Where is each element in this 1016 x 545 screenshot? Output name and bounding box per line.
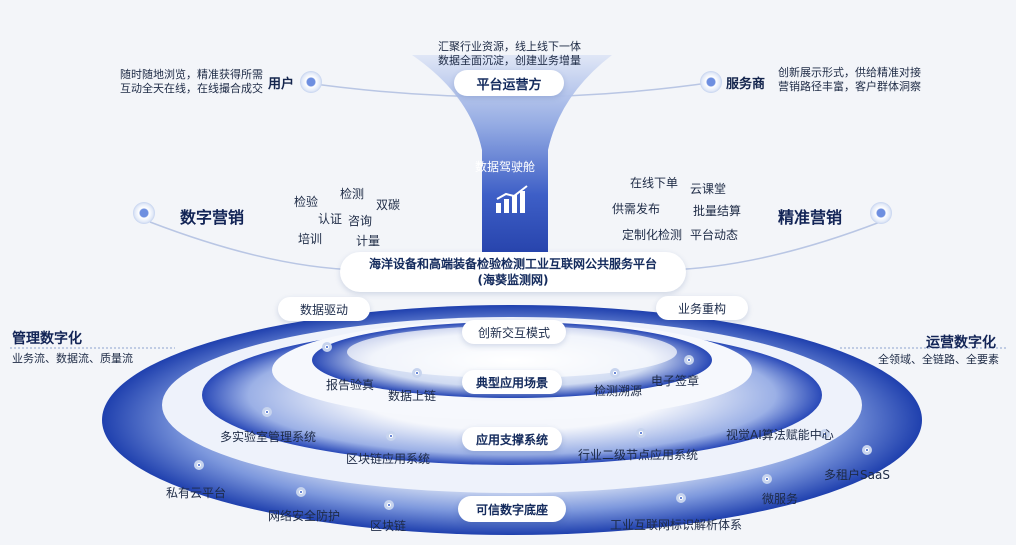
ring-node-icon (386, 431, 396, 441)
data-driven-pill: 数据驱动 (278, 297, 370, 321)
user-desc: 随时随地浏览，精准获得所需 互动全天在线，在线撮合成交 (120, 68, 263, 96)
foundation-item: 网络安全防护 (268, 507, 340, 524)
precision-marketing-item: 定制化检测 (622, 226, 682, 243)
business-restructure-pill: 业务重构 (656, 296, 748, 320)
digital-marketing-node-icon (133, 202, 155, 224)
trusted-foundation-label: 可信数字底座 (476, 501, 548, 518)
scenario-item: 报告验真 (326, 376, 374, 393)
digital-marketing-item: 计量 (356, 232, 380, 249)
precision-marketing-node-icon (870, 202, 892, 224)
innovative-interaction-pill: 创新交互模式 (462, 320, 566, 344)
provider-label: 服务商 (726, 73, 765, 92)
ring-node-icon (762, 474, 772, 484)
operations-digitalization-title: 运营数字化 (926, 332, 996, 352)
trusted-foundation-pill: 可信数字底座 (458, 496, 566, 522)
innovative-interaction-label: 创新交互模式 (478, 324, 550, 341)
support-item: 行业二级节点应用系统 (578, 446, 698, 463)
support-item: 区块链应用系统 (346, 450, 430, 467)
ring-node-icon (262, 407, 272, 417)
ring-node-icon (194, 460, 204, 470)
ring-node-icon (412, 368, 422, 378)
platform-alias: (海葵监测网) (478, 272, 549, 288)
platform-desc-line: 汇聚行业资源，线上线下一体 (438, 40, 581, 54)
digital-marketing-title: 数字营销 (180, 204, 244, 228)
foundation-item: 私有云平台 (166, 484, 226, 501)
management-digitalization-title: 管理数字化 (12, 328, 82, 348)
management-digitalization-desc: 业务流、数据流、质量流 (12, 352, 133, 366)
precision-marketing-item: 平台动态 (690, 226, 738, 243)
data-driven-label: 数据驱动 (300, 301, 348, 318)
user-desc-line: 随时随地浏览，精准获得所需 (120, 68, 263, 82)
precision-marketing-title: 精准营销 (778, 204, 842, 228)
digital-marketing-item: 认证 (318, 210, 342, 227)
typical-scenario-pill: 典型应用场景 (462, 370, 562, 394)
provider-desc-line: 营销路径丰富，客户群体洞察 (778, 80, 921, 94)
platform-desc-line: 数据全面沉淀，创建业务增量 (438, 54, 581, 68)
ring-node-icon (296, 487, 306, 497)
ring-node-icon (610, 368, 620, 378)
provider-desc-line: 创新展示形式，供给精准对接 (778, 66, 921, 80)
platform-operator-node: 平台运营方 (454, 70, 564, 96)
digital-marketing-item: 咨询 (348, 212, 372, 229)
chart-bars-icon (494, 185, 534, 215)
precision-marketing-item: 在线下单 (630, 174, 678, 191)
foundation-item: 微服务 (762, 490, 798, 507)
foundation-item: 区块链 (370, 517, 406, 534)
platform-operator-label: 平台运营方 (476, 74, 541, 93)
ring-node-icon (684, 355, 694, 365)
support-item: 多实验室管理系统 (220, 428, 316, 445)
provider-node-icon (700, 71, 722, 93)
platform-operator-desc: 汇聚行业资源，线上线下一体 数据全面沉淀，创建业务增量 (438, 40, 581, 68)
precision-marketing-item: 批量结算 (693, 202, 741, 219)
ring-node-icon (676, 493, 686, 503)
ring-node-icon (322, 342, 332, 352)
digital-marketing-item: 检验 (294, 193, 318, 210)
user-label: 用户 (268, 73, 294, 92)
digital-marketing-item: 检测 (340, 185, 364, 202)
data-cockpit-label: 数据驾驶舱 (475, 158, 535, 175)
scenario-item: 数据上链 (388, 387, 436, 404)
ring-node-icon (636, 428, 646, 438)
foundation-item: 工业互联网标识解析体系 (610, 516, 742, 533)
ring-node-icon (384, 500, 394, 510)
support-item: 视觉AI算法赋能中心 (726, 426, 834, 443)
support-system-pill: 应用支撑系统 (462, 427, 562, 451)
precision-marketing-item: 供需发布 (612, 200, 660, 217)
provider-desc: 创新展示形式，供给精准对接 营销路径丰富，客户群体洞察 (778, 66, 921, 94)
digital-marketing-item: 双碳 (376, 196, 400, 213)
platform-name-card: 海洋设备和高端装备检验检测工业互联网公共服务平台 (海葵监测网) (340, 252, 686, 292)
user-desc-line: 互动全天在线，在线撮合成交 (120, 82, 263, 96)
scenario-item: 检测溯源 (594, 382, 642, 399)
business-restructure-label: 业务重构 (678, 300, 726, 317)
user-node-icon (300, 71, 322, 93)
ring-node-icon (862, 445, 872, 455)
precision-marketing-item: 云课堂 (690, 180, 726, 197)
platform-name: 海洋设备和高端装备检验检测工业互联网公共服务平台 (369, 256, 657, 272)
support-system-label: 应用支撑系统 (476, 431, 548, 448)
digital-marketing-item: 培训 (298, 230, 322, 247)
foundation-item: 多租户SaaS (824, 466, 890, 483)
typical-scenario-label: 典型应用场景 (476, 374, 548, 391)
operations-digitalization-desc: 全领域、全链路、全要素 (878, 353, 999, 367)
scenario-item: 电子签章 (651, 372, 699, 389)
